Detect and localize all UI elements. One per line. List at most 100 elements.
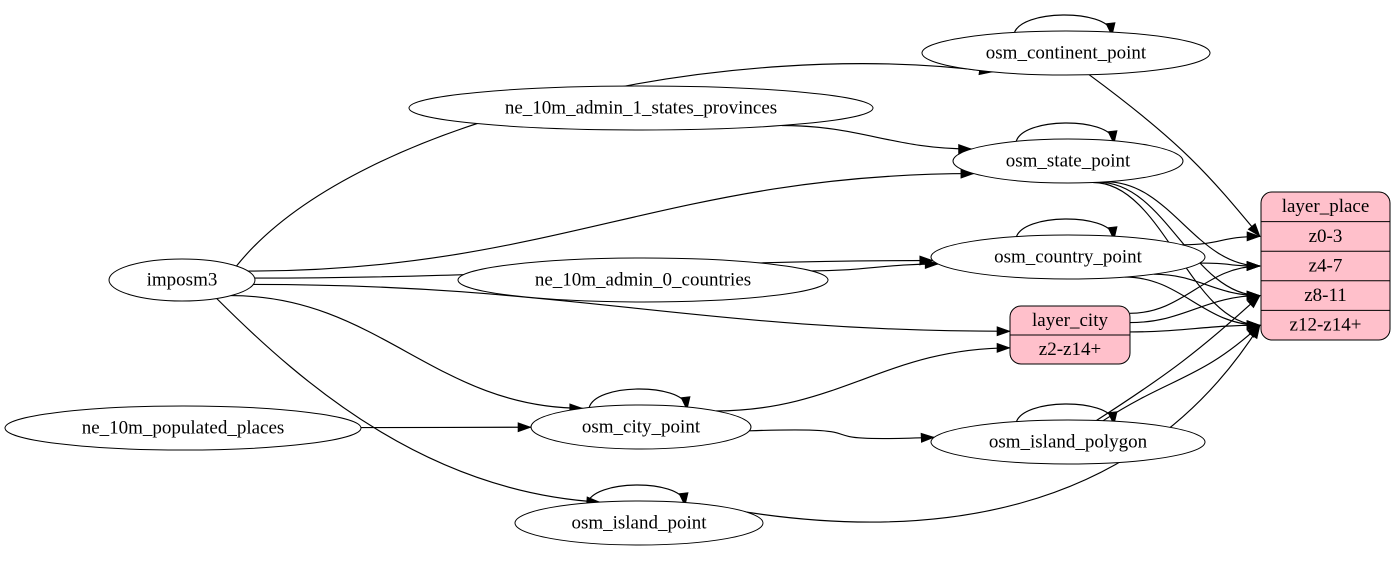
node-label: ne_10m_admin_1_states_provinces xyxy=(505,97,777,118)
node-shape xyxy=(952,138,1184,184)
edge-osm_city_point-to-osm_island_polygon xyxy=(749,429,936,443)
self-loop-arrowhead xyxy=(1107,130,1118,145)
edge-path xyxy=(216,298,600,503)
node-shape xyxy=(530,404,752,450)
record-row-z12-z14+: z12-z14+ xyxy=(1290,315,1362,336)
edge-path xyxy=(1102,324,1261,422)
edge-path xyxy=(248,173,974,272)
edge-layer_city-to-layer_place-z4-7 xyxy=(1129,260,1261,314)
node-shape xyxy=(108,258,256,302)
record-node-layer_place[interactable]: layer_place z0-3 z4-7 z8-11 z12-z14+ xyxy=(1260,191,1391,341)
node-label: osm_city_point xyxy=(582,416,701,437)
edge-path xyxy=(1129,324,1261,333)
node-shape xyxy=(514,500,764,546)
record-row-z0-3: z0-3 xyxy=(1309,226,1343,247)
edge-imposm3-to-layer_city xyxy=(253,283,1011,337)
self-loop-arrowhead xyxy=(1105,22,1116,37)
edge-arrowhead xyxy=(517,422,532,433)
node-osm_island_polygon[interactable]: osm_island_polygon xyxy=(930,419,1206,465)
self-loop-arrowhead xyxy=(1107,411,1118,426)
node-shape xyxy=(408,85,874,131)
edge-path xyxy=(1088,74,1261,237)
edge-arrowhead xyxy=(920,432,936,443)
edge-ne_10m_populated_places-to-osm_city_point xyxy=(360,422,532,433)
edge-path xyxy=(1124,276,1261,326)
node-label: osm_island_point xyxy=(571,512,707,533)
edge-arrowhead xyxy=(924,259,940,270)
record-row-z4-7: z4-7 xyxy=(1309,255,1343,276)
edge-path xyxy=(749,429,935,440)
node-label: imposm3 xyxy=(147,269,218,290)
record-title: layer_city xyxy=(1032,310,1108,331)
edge-path xyxy=(1106,181,1261,267)
node-ne_10m_admin_0_countries[interactable]: ne_10m_admin_0_countries xyxy=(457,257,829,303)
node-label: ne_10m_admin_0_countries xyxy=(535,269,751,290)
edge-path xyxy=(1129,295,1261,324)
nodes-layer: imposm3 ne_10m_populated_places ne_10m_adm… xyxy=(4,30,1211,546)
edge-ne_10m_admin_1_states_provinces-to-osm_state_point xyxy=(781,124,973,155)
edge-osm_continent_point-to-layer_place-z0-3 xyxy=(1088,74,1261,238)
edge-layer_city-to-layer_place-z8-11 xyxy=(1129,290,1261,324)
node-ne_10m_admin_1_states_provinces[interactable]: ne_10m_admin_1_states_provinces xyxy=(408,85,874,131)
node-osm_country_point[interactable]: osm_country_point xyxy=(930,234,1206,280)
self-loop-osm_city_point xyxy=(588,388,691,411)
record-node-layer_city[interactable]: layer_city z2-z14+ xyxy=(1009,305,1131,365)
edge-arrowhead xyxy=(1247,222,1261,238)
edge-arrowhead xyxy=(996,326,1011,337)
edge-osm_island_point-to-layer_place-z12-z14+ xyxy=(699,324,1261,523)
node-shape xyxy=(457,257,829,303)
edge-path xyxy=(230,295,583,409)
edge-imposm3-to-osm_city_point xyxy=(230,295,584,414)
record-row-z8-11: z8-11 xyxy=(1304,285,1347,306)
node-label: osm_country_point xyxy=(994,246,1142,267)
edge-path xyxy=(253,283,1011,332)
node-shape xyxy=(921,30,1211,76)
record-nodes-layer: layer_city z2-z14+ layer_place z0-3 z4-7 z8-1… xyxy=(1009,191,1391,365)
node-shape xyxy=(930,419,1206,465)
edge-arrowhead xyxy=(1246,294,1261,309)
edge-layer_city-to-layer_place-z12-z14+ xyxy=(1129,320,1261,333)
self-loop-arrowhead xyxy=(1107,226,1118,241)
record-title: layer_place xyxy=(1282,196,1370,217)
node-osm_island_point[interactable]: osm_island_point xyxy=(514,500,764,546)
edge-ne_10m_admin_0_countries-to-osm_country_point xyxy=(811,259,940,272)
edge-path xyxy=(1153,273,1261,297)
self-loop-osm_continent_point xyxy=(1013,14,1116,37)
record-row-z2-z14+: z2-z14+ xyxy=(1039,339,1101,360)
node-ne_10m_populated_places[interactable]: ne_10m_populated_places xyxy=(4,405,362,451)
edge-path xyxy=(1098,181,1261,297)
edge-imposm3-to-osm_island_point xyxy=(216,298,601,507)
edge-imposm3-to-osm_state_point xyxy=(248,168,975,272)
edge-arrowhead xyxy=(1246,231,1261,242)
edge-osm_country_point-to-layer_place-z0-3 xyxy=(1182,231,1261,246)
node-osm_continent_point[interactable]: osm_continent_point xyxy=(921,30,1211,76)
edge-path xyxy=(811,263,939,272)
edge-osm_city_point-to-layer_city xyxy=(715,342,1011,412)
self-loops-layer xyxy=(586,14,1118,507)
node-shape xyxy=(930,234,1206,280)
record-box xyxy=(1260,191,1391,341)
self-loop-arrowhead xyxy=(680,396,691,411)
edge-osm_island_polygon-to-layer_place-z8-11 xyxy=(1096,294,1261,421)
self-loop-arrowhead xyxy=(678,492,689,507)
edge-path xyxy=(715,347,1011,412)
edge-arrowhead xyxy=(1246,290,1261,301)
node-imposm3[interactable]: imposm3 xyxy=(108,258,256,302)
edge-arrowhead xyxy=(996,342,1011,353)
edge-path xyxy=(699,324,1261,523)
node-label: ne_10m_populated_places xyxy=(82,417,285,438)
edge-arrowhead xyxy=(1246,260,1261,272)
node-osm_state_point[interactable]: osm_state_point xyxy=(952,138,1184,184)
self-loop-osm_island_polygon xyxy=(1015,403,1118,426)
self-loop-osm_country_point xyxy=(1015,218,1118,241)
edges-layer xyxy=(216,63,1261,523)
node-shape xyxy=(4,405,362,451)
edge-path xyxy=(1129,265,1261,314)
node-osm_city_point[interactable]: osm_city_point xyxy=(530,404,752,450)
self-loop-osm_island_point xyxy=(586,484,689,507)
self-loop-osm_state_point xyxy=(1015,122,1118,145)
node-label: osm_continent_point xyxy=(986,42,1147,63)
edge-arrowhead xyxy=(1248,324,1261,340)
